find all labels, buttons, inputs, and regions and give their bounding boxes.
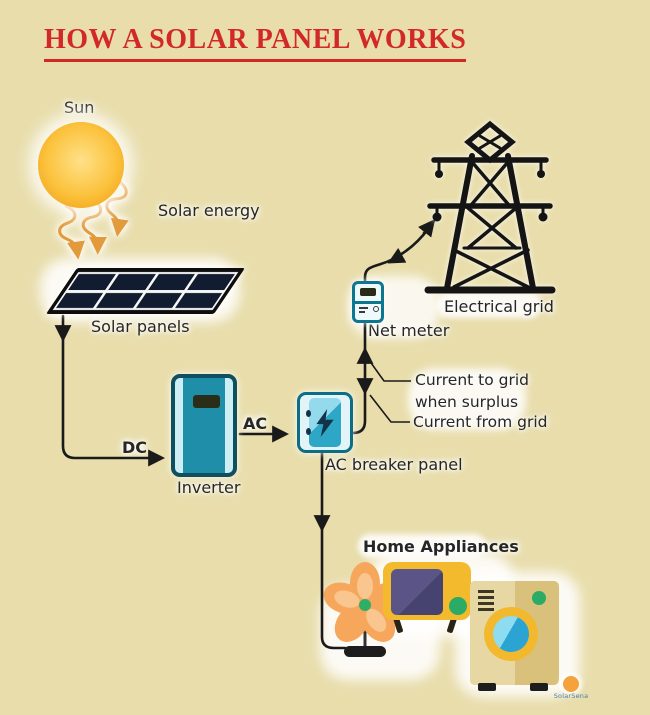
label-solar-energy: Solar energy [158, 201, 260, 220]
label-solar-panels: Solar panels [91, 317, 190, 336]
label-net-meter: Net meter [368, 321, 450, 340]
solar-energy-waves-icon [58, 180, 129, 260]
breaker-panel-icon [297, 392, 353, 453]
wire-breaker-to-appliances [320, 451, 347, 650]
label-current-to-grid-2: when surplus [415, 393, 519, 411]
page-title: HOW A SOLAR PANEL WORKS [44, 24, 467, 62]
label-sun: Sun [64, 98, 95, 117]
watermark-text: SolarSena [553, 692, 589, 700]
sun-icon [38, 122, 124, 208]
lightning-bolt-icon [316, 408, 334, 437]
tv-icon [383, 562, 471, 620]
net-meter-icon [352, 281, 384, 323]
watermark-sun-icon [563, 676, 579, 692]
label-ac-breaker-panel: AC breaker panel [325, 455, 463, 474]
label-electrical-grid: Electrical grid [444, 297, 554, 316]
inverter-display [193, 395, 220, 408]
callout-current-to-grid [368, 359, 411, 382]
washing-machine-icon [470, 581, 559, 691]
label-home-appliances: Home Appliances [363, 537, 519, 556]
grid-label-halo [436, 292, 542, 318]
label-current-from-grid: Current from grid [413, 413, 548, 431]
wire-breaker-to-meter [351, 321, 367, 435]
label-dc: DC [122, 438, 148, 457]
tv-screen [391, 569, 443, 615]
appliance-title-halo [358, 534, 486, 558]
solar-panel-icon [45, 268, 245, 314]
label-current-to-grid: Current to grid [415, 371, 529, 389]
label-ac: AC [243, 414, 268, 433]
watermark-logo: SolarSena [544, 676, 598, 710]
callout-current-from-grid [369, 394, 410, 423]
transmission-tower-icon [424, 120, 556, 294]
wire-panel-to-inverter [61, 314, 160, 460]
callout-halo [408, 368, 526, 430]
fan-icon [323, 562, 407, 657]
tv-knob [449, 597, 467, 615]
inverter-icon [171, 374, 237, 477]
label-inverter: Inverter [177, 478, 241, 497]
washer-knob [532, 591, 546, 605]
